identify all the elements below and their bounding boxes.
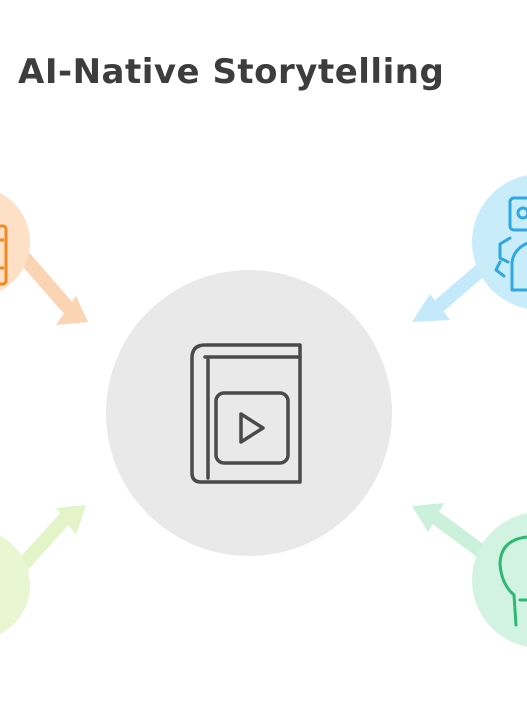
arrow-bottom-left-head — [56, 505, 86, 535]
document-icon — [0, 224, 8, 286]
play-triangle — [239, 412, 265, 444]
node-bottom-left-circle — [0, 536, 30, 634]
book-cover — [190, 343, 302, 484]
arrow-top-right-head — [412, 294, 450, 322]
lightbulb-icon — [498, 535, 527, 627]
node-bottom-right-circle — [472, 513, 527, 647]
video-frame — [214, 391, 290, 465]
center-circle — [106, 270, 392, 556]
book-play-icon — [190, 343, 302, 484]
arrow-bottom-right-head — [412, 503, 444, 532]
diagram-title: AI-Native Storytelling — [18, 52, 445, 92]
arrow-top-left-head — [56, 296, 88, 325]
robot-icon — [494, 196, 527, 292]
